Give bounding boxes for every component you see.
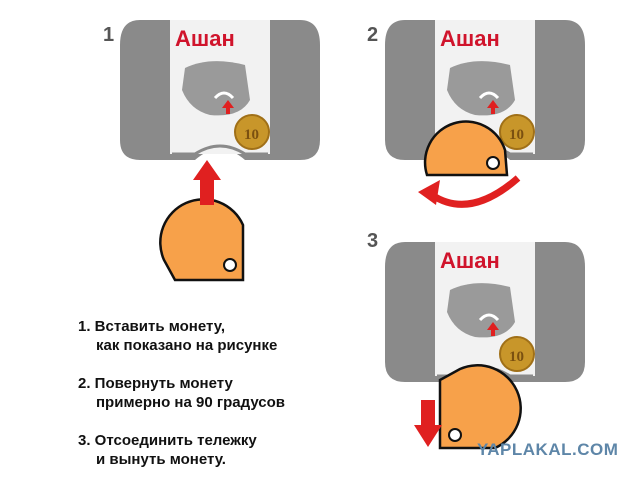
instructions: 1. Вставить монету, как показано на рису… — [78, 317, 285, 488]
instruction-line: и вынуть монету. — [96, 451, 226, 468]
cart-lock-2: Ашан 10 — [383, 18, 587, 162]
instruction-line: 3. Отсоединить тележку — [78, 432, 257, 449]
brand-logo: Ашан — [440, 26, 500, 51]
step-number-3: 3 — [367, 230, 379, 252]
coin-value: 10 — [244, 127, 259, 143]
instruction-line: 1. Вставить монету, — [78, 318, 226, 335]
instruction-line: как показано на рисунке — [96, 337, 278, 354]
instruction-1: 1. Вставить монету, как показано на рису… — [78, 317, 285, 355]
coin-2 — [423, 120, 509, 177]
coin-value: 10 — [509, 349, 524, 365]
arrow-up-icon — [193, 160, 221, 205]
rotate-arrowhead-icon — [418, 180, 440, 205]
watermark: YAPLAKAL.COM — [477, 440, 619, 459]
step-number-2: 2 — [367, 24, 379, 46]
instruction-3: 3. Отсоединить тележку и вынуть монету. — [78, 431, 285, 469]
brand-logo: Ашан — [440, 248, 500, 273]
cart-lock-1: Ашан 10 — [118, 18, 322, 162]
instruction-line: 2. Повернуть монету — [78, 375, 233, 392]
step-number-1: 1 — [103, 24, 115, 46]
instruction-2: 2. Повернуть монету примерно на 90 граду… — [78, 374, 285, 412]
arrow-down-icon — [414, 400, 442, 447]
rotate-arrow-icon — [430, 175, 521, 208]
cart-lock-3: Ашан 10 — [383, 240, 587, 384]
brand-logo: Ашан — [175, 26, 235, 51]
instruction-line: примерно на 90 градусов — [96, 394, 286, 411]
coin-1 — [159, 198, 245, 282]
coin-3 — [438, 364, 522, 450]
coin-value: 10 — [509, 127, 524, 143]
